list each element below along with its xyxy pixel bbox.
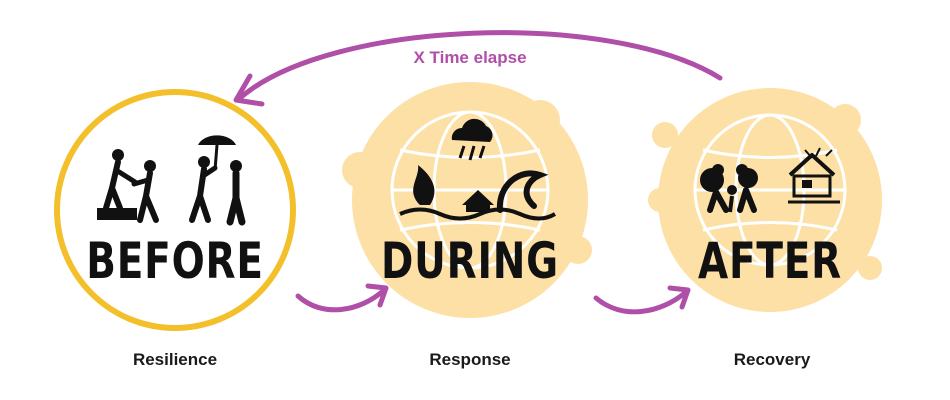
stage-title-after: AFTER: [697, 232, 843, 290]
helping-people-icon: [97, 135, 246, 226]
cycle-arrowhead: [233, 73, 265, 107]
stage-title-during: DURING: [381, 232, 559, 290]
flow-arrowhead-1: [365, 283, 389, 308]
disaster-storm-icon: [399, 118, 557, 221]
flow-arrow-2: [593, 289, 689, 315]
recovery-people-icon: [700, 147, 840, 213]
caption-response: Response: [429, 350, 511, 369]
before-ring: [54, 89, 296, 331]
after-background: [648, 88, 882, 312]
flow-arrowhead-2: [667, 285, 691, 310]
flow-arrow-1: [295, 287, 387, 313]
cycle-label: X Time elapse: [413, 48, 527, 67]
stage-title-before: BEFORE: [86, 232, 264, 290]
caption-recovery: Recovery: [733, 350, 811, 369]
cycle-arrow: [237, 30, 723, 101]
caption-resilience: Resilience: [132, 350, 218, 369]
